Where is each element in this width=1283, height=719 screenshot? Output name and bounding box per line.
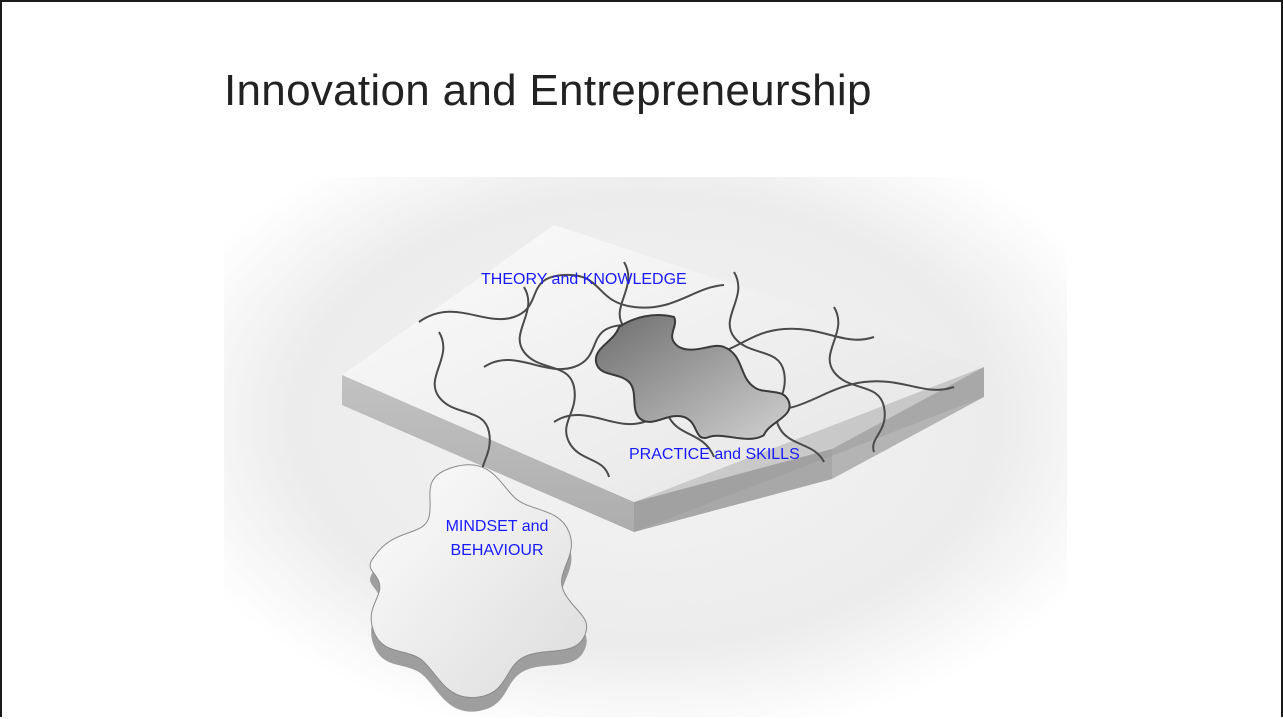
- slide-title: Innovation and Entrepreneurship: [224, 66, 872, 115]
- label-mindset-line2: BEHAVIOUR: [450, 542, 544, 559]
- label-mindset-behaviour: MINDSET and BEHAVIOUR: [432, 515, 562, 563]
- label-practice-skills: PRACTICE and SKILLS: [629, 446, 800, 463]
- label-theory-knowledge: THEORY and KNOWLEDGE: [481, 271, 687, 288]
- label-mindset-line1: MINDSET and: [445, 518, 549, 535]
- puzzle-icon: [224, 177, 1067, 717]
- jigsaw-puzzle-image: [224, 177, 1067, 717]
